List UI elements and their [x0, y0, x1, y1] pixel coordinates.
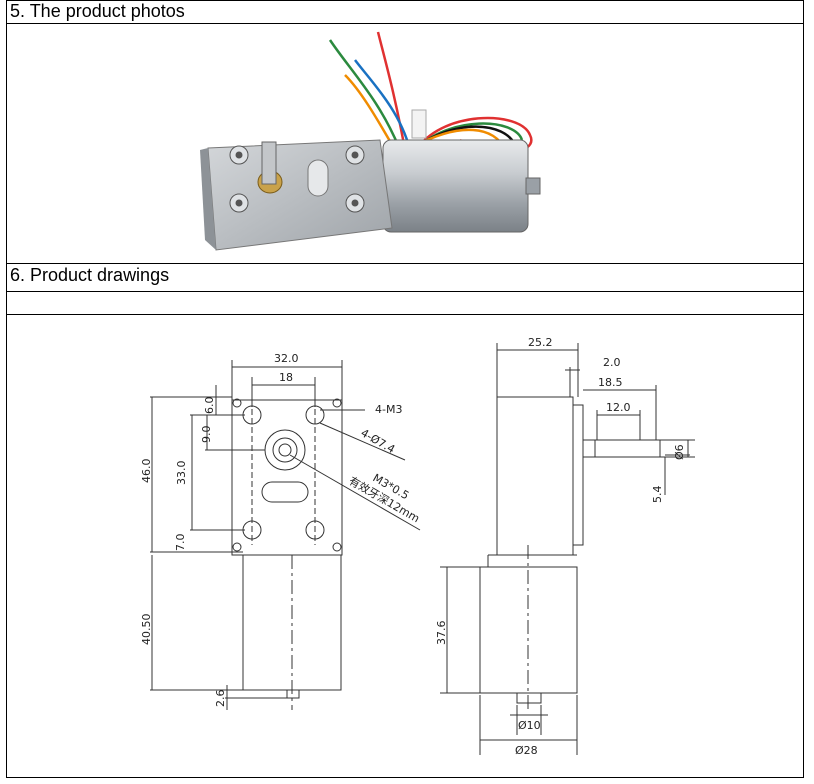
dim-flat: 5.4 — [651, 486, 664, 504]
dim-hole-bottom-offset: 7.0 — [174, 534, 187, 552]
dim-side-motor-length: 37.6 — [435, 621, 448, 646]
divider — [6, 314, 804, 315]
dim-shaft-offset: 9.0 — [200, 426, 213, 444]
technical-drawing: 32.0 18 46.0 33.0 6.0 9.0 7.0 40.50 2.6 … — [140, 336, 695, 757]
dim-shaft-step: 2.0 — [603, 356, 621, 369]
dim-width-total: 32.0 — [274, 352, 299, 365]
dim-hole-spacing-x: 18 — [279, 371, 293, 384]
document-frame — [6, 0, 804, 778]
section-title-drawings: 6. Product drawings — [10, 265, 170, 285]
divider — [6, 291, 804, 292]
dim-shaft-length: 18.5 — [598, 376, 623, 389]
dim-shaft-end: 2.6 — [214, 690, 227, 708]
dim-boss-dia: Ø10 — [518, 719, 541, 732]
label-holes-dia: 4-Ø7.4 — [359, 426, 398, 456]
dim-hole-spacing-y: 33.0 — [175, 461, 188, 486]
dim-shaft-dia: Ø6 — [673, 444, 686, 460]
dim-hole-top-offset: 6.0 — [203, 397, 216, 415]
dim-height-total: 46.0 — [140, 459, 153, 484]
side-gearbox-outline — [496, 396, 574, 556]
dim-flat-length: 12.0 — [606, 401, 631, 414]
dim-motor-dia: Ø28 — [515, 744, 538, 757]
divider — [6, 263, 804, 264]
label-holes-thread: 4-M3 — [375, 403, 402, 416]
section-title-photos: 5. The product photos — [6, 0, 804, 24]
product-photo — [200, 31, 541, 251]
dim-depth-total: 25.2 — [528, 336, 553, 349]
dim-motor-length: 40.50 — [140, 614, 153, 646]
